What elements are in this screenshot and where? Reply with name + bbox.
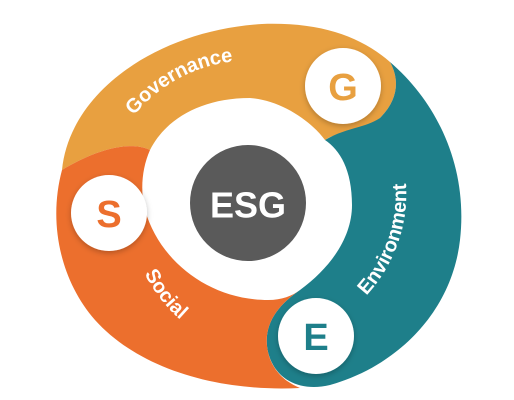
social-letter: S	[96, 194, 121, 236]
environment-badge	[278, 298, 354, 374]
center-label: ESG	[210, 185, 286, 226]
social-badge	[71, 175, 147, 251]
environment-letter: E	[303, 317, 328, 359]
governance-badge	[305, 48, 381, 124]
governance-letter: G	[328, 67, 358, 109]
governance-segment	[62, 23, 396, 171]
center-circle	[190, 145, 306, 261]
